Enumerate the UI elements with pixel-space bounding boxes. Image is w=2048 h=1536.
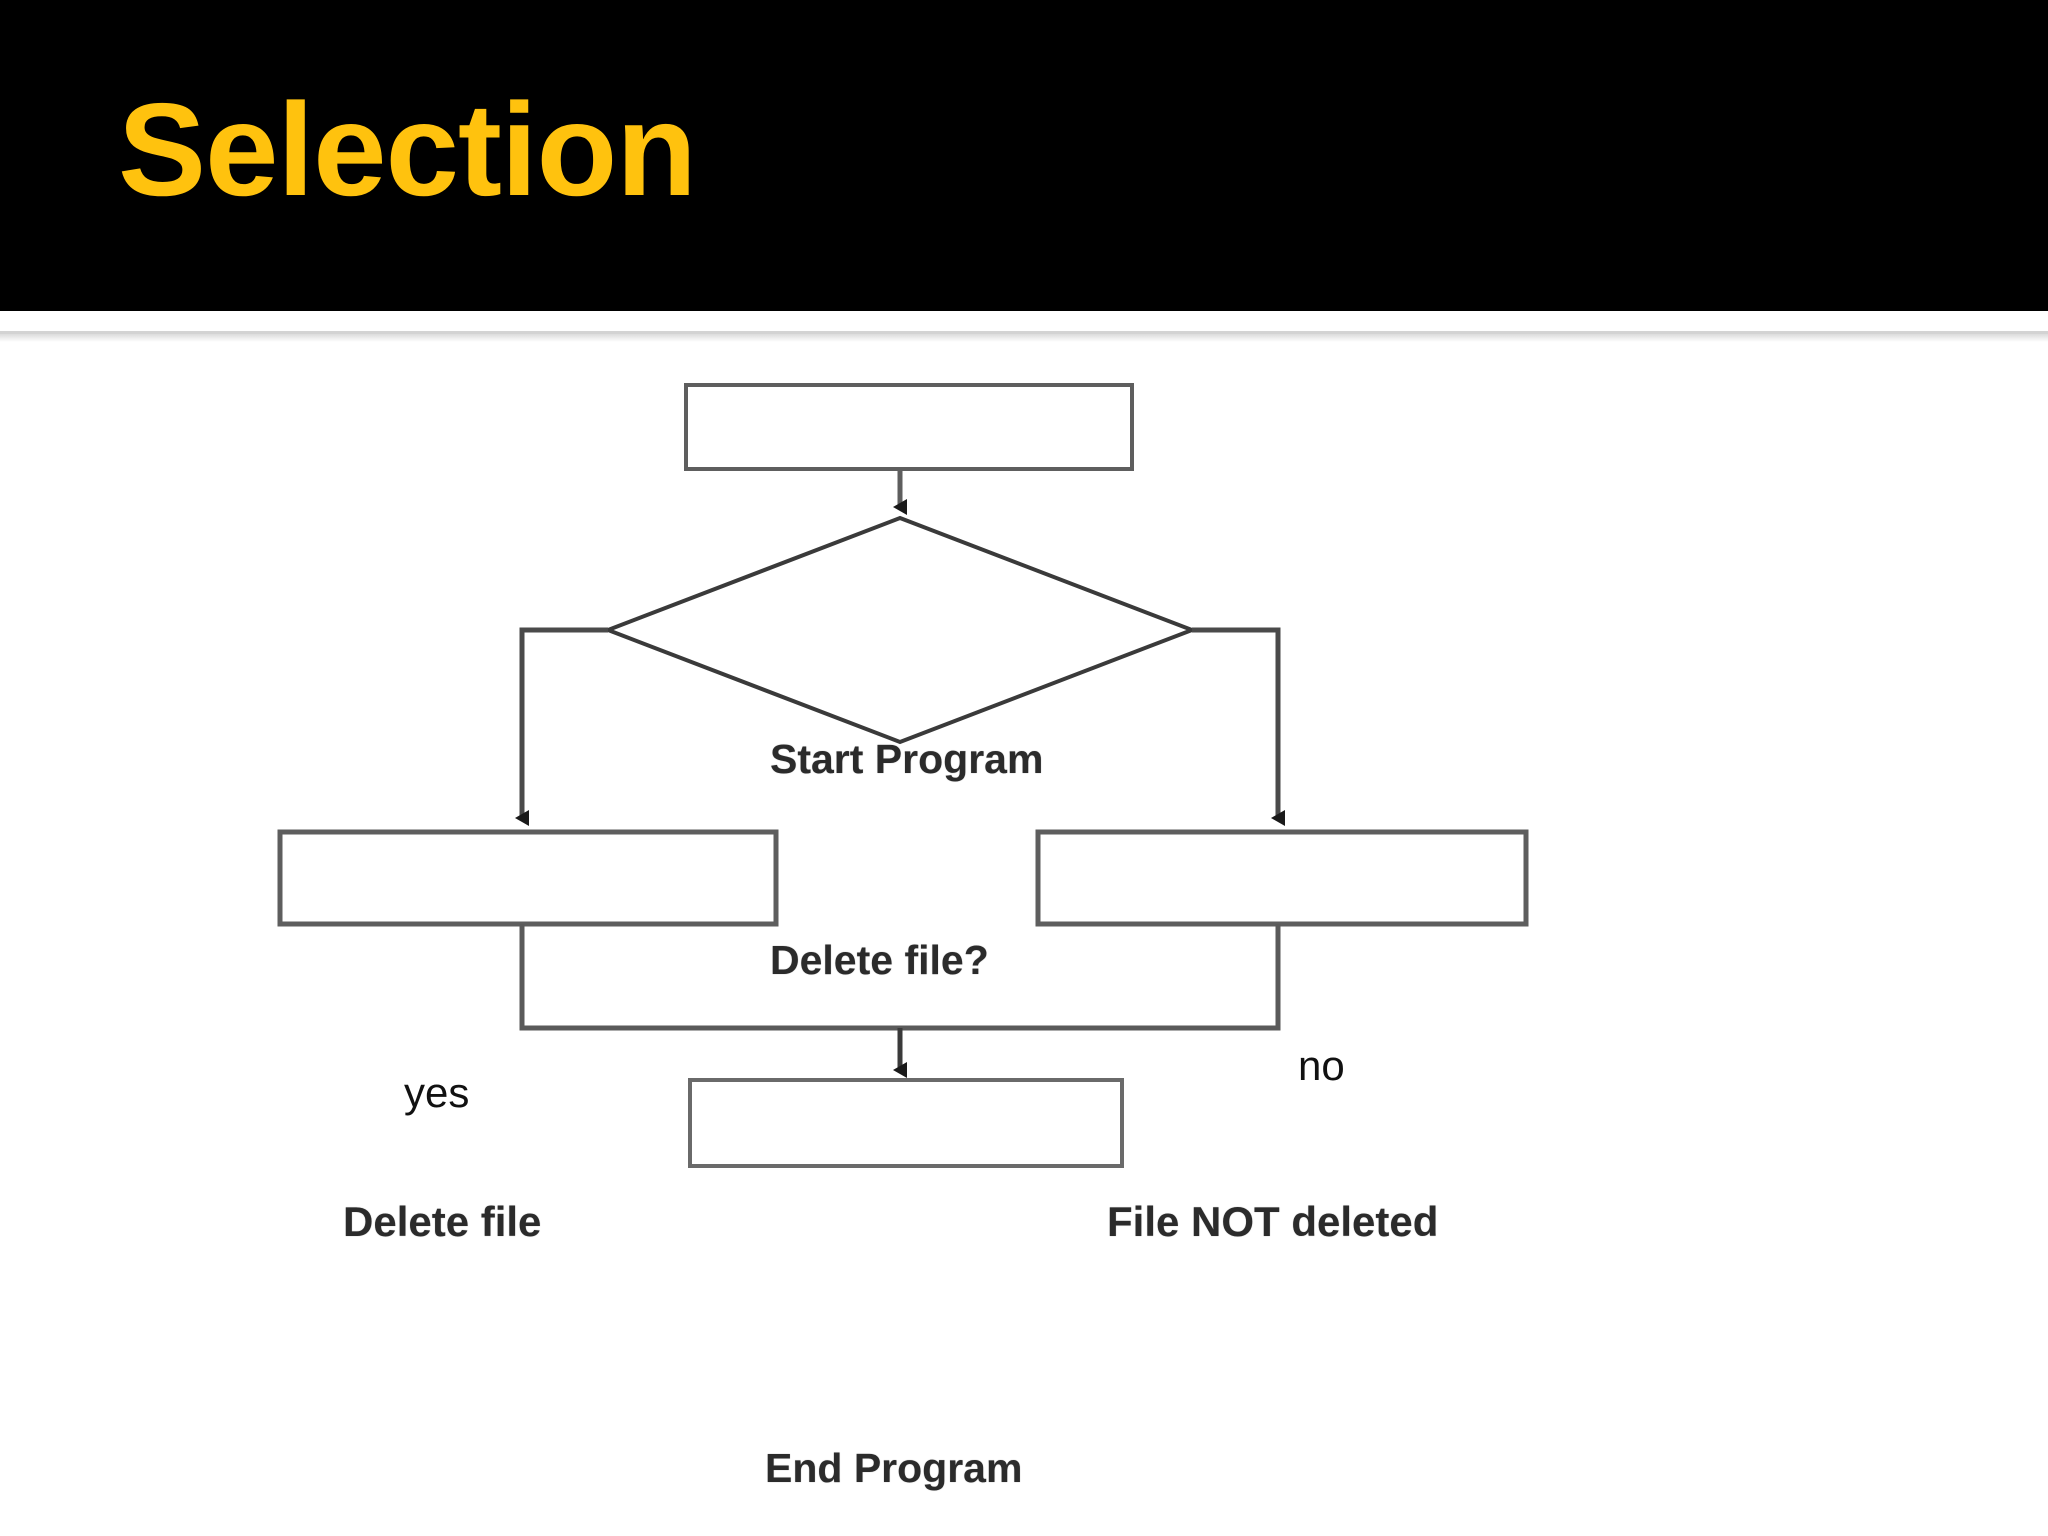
edge-label-no: no <box>1298 1042 1345 1089</box>
edge-notdeleted-to-merge <box>900 924 1281 1031</box>
node-decision-delete-file <box>602 515 1198 745</box>
slide-header-band: Selection <box>0 0 2048 311</box>
node-delete-file <box>277 829 779 927</box>
edge-label-yes: yes <box>404 1069 470 1116</box>
header-gap <box>0 311 2048 331</box>
header-separator-shadow <box>0 334 2048 342</box>
edge-delete-to-merge <box>519 924 900 1031</box>
node-label-delete-file: Delete file <box>343 1198 542 1245</box>
edge-decision-no <box>1192 627 1285 826</box>
node-end-program <box>688 1078 1124 1168</box>
node-label-file-not-deleted: File NOT deleted <box>1107 1198 1439 1245</box>
selection-flowchart: Start Program Delete file? Delete file F… <box>0 342 2048 1536</box>
node-label-start-program: Start Program <box>770 736 1044 782</box>
node-start-program <box>684 383 1134 471</box>
flowchart-graphics <box>277 383 1529 1168</box>
node-file-not-deleted <box>1035 829 1529 927</box>
edge-decision-yes <box>515 627 608 826</box>
node-label-end-program: End Program <box>765 1445 1023 1491</box>
header-separator-rule <box>0 331 2048 334</box>
page-title: Selection <box>118 76 697 223</box>
node-label-delete-file-question: Delete file? <box>770 937 989 983</box>
